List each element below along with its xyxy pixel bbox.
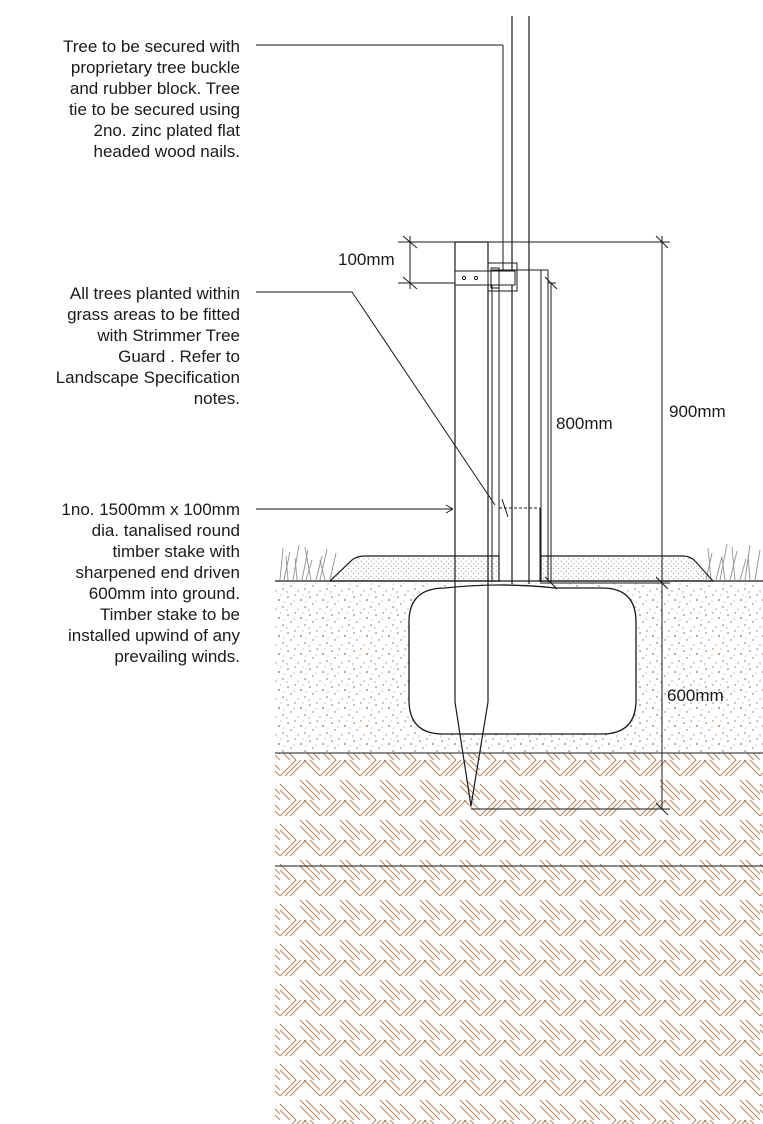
note-strimmer-guard: All trees planted within grass areas to … <box>55 284 240 408</box>
grass-left <box>279 544 337 581</box>
subgrade-layer <box>275 866 763 1124</box>
dimension-600mm-lines <box>471 582 670 816</box>
mulch-mound-left <box>328 555 500 582</box>
leader-tree-buckle <box>256 44 504 271</box>
dimension-label-600mm: 600mm <box>667 686 724 705</box>
leader-strimmer-guard <box>256 291 496 506</box>
strimmer-guard <box>491 269 549 582</box>
dimension-label-900mm: 900mm <box>669 402 726 421</box>
note-timber-stake: 1no. 1500mm x 100mm dia. tanalised round… <box>61 500 240 666</box>
note-tree-buckle: Tree to be secured with proprietary tree… <box>62 37 240 161</box>
timber-stake <box>454 241 489 807</box>
dimension-900mm-lines <box>488 235 670 590</box>
dimension-label-100mm: 100mm <box>338 250 395 269</box>
mulch-mound-right <box>540 555 715 582</box>
tree-trunk <box>511 16 530 584</box>
root-ball <box>408 584 637 735</box>
stake-guard-detail <box>499 498 541 582</box>
dimension-100mm-lines <box>398 235 455 290</box>
leader-timber-stake <box>256 504 454 514</box>
grass-right <box>705 543 761 581</box>
tree-tie <box>454 262 518 292</box>
dimension-label-800mm: 800mm <box>556 414 613 433</box>
